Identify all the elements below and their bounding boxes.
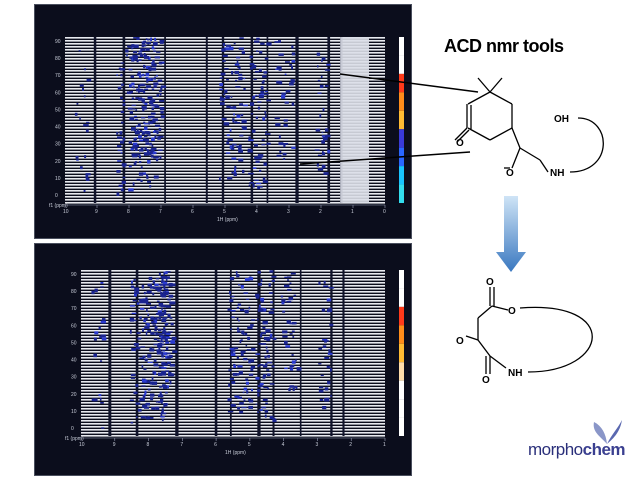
page-title: ACD nmr tools (444, 36, 564, 56)
x-tick-label: 1 (383, 442, 386, 448)
y-tick-label: 50 (71, 340, 77, 346)
y-tick-label: 60 (71, 323, 77, 329)
nmr-spectrum-bottom[interactable]: 10 9 8 7 6 5 4 3 2 1 1H (ppm) 90 80 70 60 50 40 30 20 10 0 f1… (34, 243, 412, 476)
molecule-bottom (465, 287, 593, 374)
morphochem-logo: morphochem (528, 440, 626, 460)
x-tick-label: 3 (287, 209, 290, 215)
x-tick-label: 5 (223, 209, 226, 215)
y-tick-label: 70 (71, 306, 77, 312)
y-tick-label: 90 (71, 272, 77, 278)
x-tick-label: 4 (282, 442, 285, 448)
y-tick-label: 40 (55, 125, 61, 131)
cross-peaks (91, 270, 335, 429)
x-tick-label: 10 (63, 209, 69, 215)
label-o-carbonyl: O (456, 138, 464, 149)
label-nh-bottom: NH (508, 368, 522, 379)
y-tick-label: 30 (71, 375, 77, 381)
x-axis-label: 1H (ppm) (217, 217, 238, 223)
x-tick-label: 8 (127, 209, 130, 215)
butterfly-icon (593, 420, 622, 444)
spectrum-plot-bottom: 10 9 8 7 6 5 4 3 2 1 1H (ppm) 90 80 70 60 50 40 30 20 10 0 f1… (65, 270, 404, 456)
y-tick-label: 20 (71, 392, 77, 398)
arrow-down-icon (496, 196, 526, 272)
x-tick-label: 10 (79, 442, 85, 448)
y-tick-label: 10 (71, 409, 77, 415)
y-axis: 90 80 70 60 50 40 30 20 10 0 f1 (ppm) (49, 39, 68, 209)
y-axis: 90 80 70 60 50 40 30 20 10 0 f1 (ppm) (65, 272, 84, 442)
x-tick-label: 2 (349, 442, 352, 448)
y-tick-label: 0 (55, 193, 58, 199)
y-tick-label: 90 (55, 39, 61, 45)
x-tick-label: 8 (147, 442, 150, 448)
y-tick-label: 30 (55, 142, 61, 148)
callout-line-bottom (299, 151, 471, 165)
x-tick-label: 0 (383, 209, 386, 215)
callout-line-top (339, 73, 479, 93)
x-axis: 10 9 8 7 6 5 4 3 2 1 1H (ppm) (79, 437, 386, 456)
corner-label: f1 (ppm) (65, 436, 84, 442)
label-o-ring: O (508, 306, 516, 317)
x-tick-label: 6 (191, 209, 194, 215)
x-tick-label: 9 (95, 209, 98, 215)
logo-text-chem: chem (582, 440, 626, 459)
logo-text-morpho: morpho (528, 440, 583, 459)
x-tick-label: 6 (214, 442, 217, 448)
y-tick-label: 20 (55, 159, 61, 165)
label-o-amide: O (506, 168, 514, 179)
x-tick-label: 5 (248, 442, 251, 448)
color-bar (399, 270, 404, 436)
y-tick-label: 80 (55, 56, 61, 62)
label-o-lactone: O (486, 277, 494, 288)
x-tick-label: 7 (159, 209, 162, 215)
x-tick-label: 3 (315, 442, 318, 448)
y-tick-label: 70 (55, 73, 61, 79)
label-o-amide-bottom: O (482, 375, 490, 386)
y-tick-label: 40 (71, 358, 77, 364)
molecule-top (454, 77, 604, 173)
y-tick-label: 80 (71, 289, 77, 295)
x-tick-label: 1 (351, 209, 354, 215)
label-nh-top: NH (550, 168, 564, 179)
label-o-ketone: O (456, 336, 464, 347)
y-tick-label: 0 (71, 426, 74, 432)
x-tick-label: 7 (180, 442, 183, 448)
y-tick-label: 60 (55, 90, 61, 96)
y-tick-label: 50 (55, 107, 61, 113)
cross-peaks (74, 37, 331, 196)
x-tick-label: 2 (319, 209, 322, 215)
y-tick-label: 10 (55, 176, 61, 182)
label-oh: OH (554, 114, 569, 125)
x-tick-label: 9 (113, 442, 116, 448)
x-tick-label: 4 (255, 209, 258, 215)
corner-label: f1 (ppm) (49, 203, 68, 209)
x-axis-label: 1H (ppm) (225, 450, 246, 456)
